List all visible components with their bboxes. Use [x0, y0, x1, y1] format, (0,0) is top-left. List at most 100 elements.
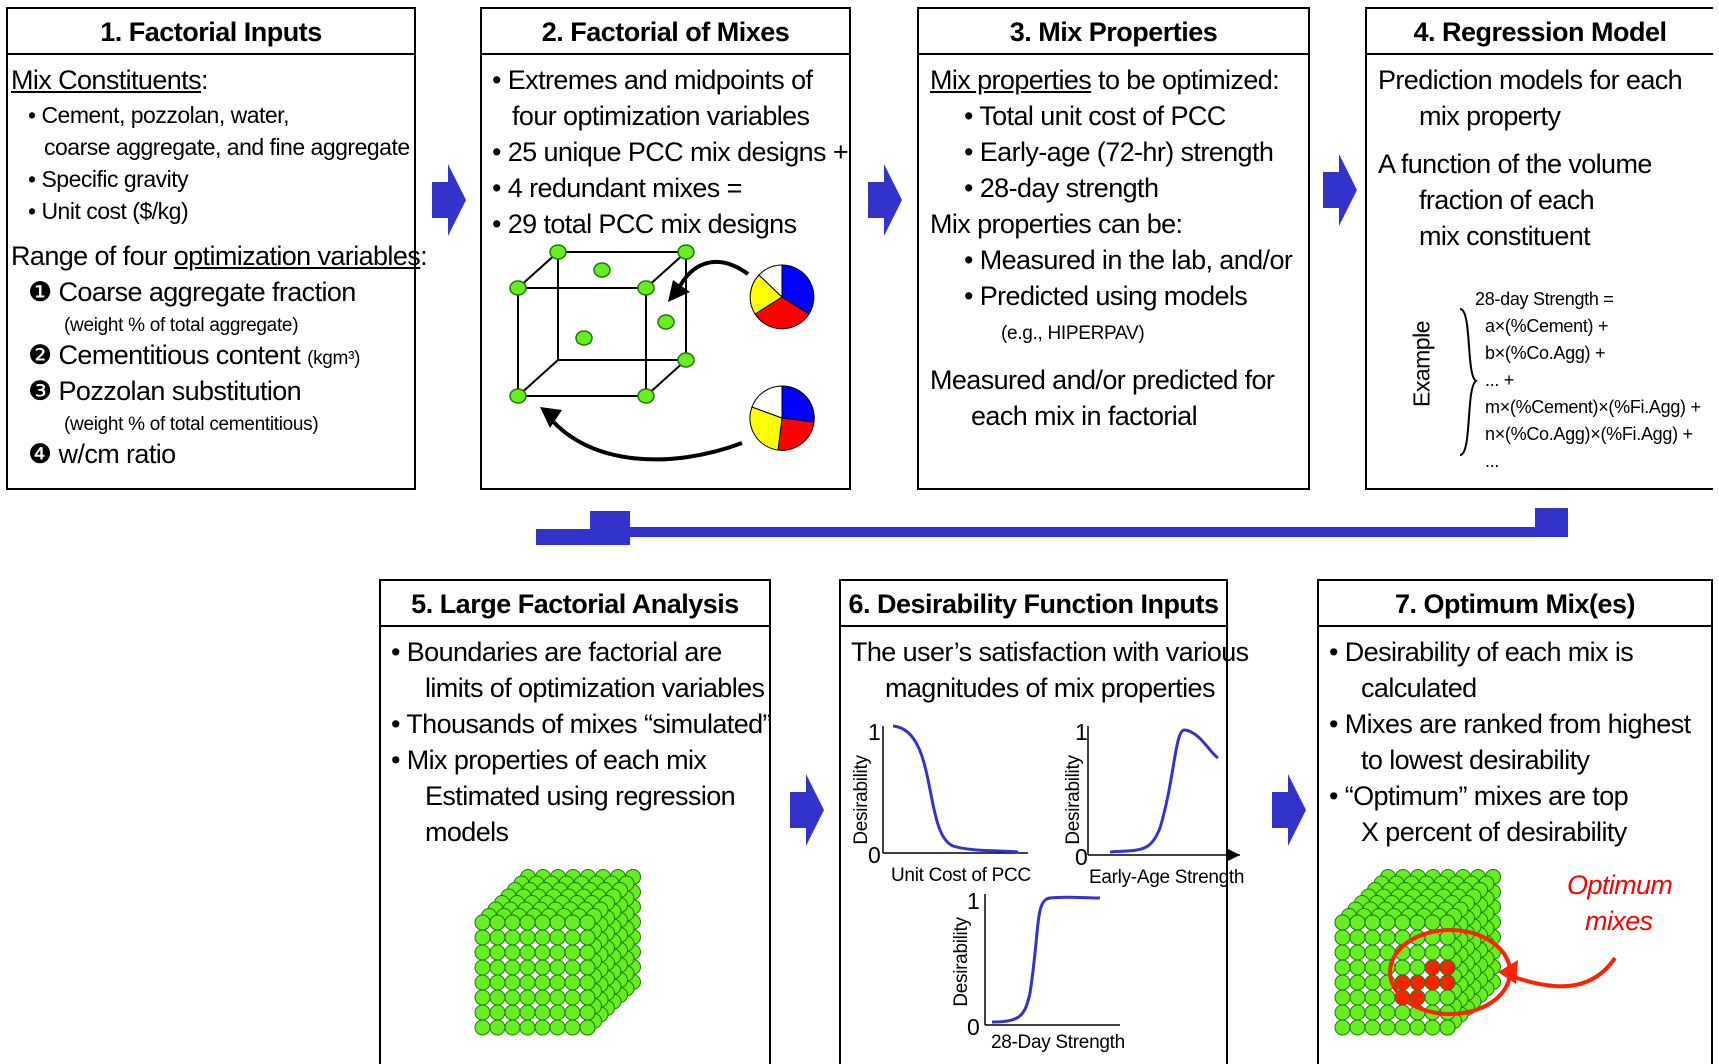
mix-sphere	[1349, 989, 1366, 1006]
list-item: • Boundaries are factorial are	[391, 637, 722, 667]
mix-sphere	[534, 929, 551, 946]
mix-sphere	[474, 929, 491, 946]
list-item: • Mix properties of each mix	[391, 745, 707, 775]
mix-sphere	[549, 959, 566, 976]
variable-item: ❷ Cementitious content (kgm³)	[28, 340, 361, 370]
desirability-chart-unit-cost	[882, 724, 1028, 854]
mix-sphere	[519, 929, 536, 946]
connector-arrow-icon	[536, 508, 1568, 545]
mix-sphere	[1349, 914, 1366, 931]
list-item: • Predicted using models	[964, 281, 1248, 311]
mix-sphere	[1334, 959, 1351, 976]
list-item: models	[425, 817, 509, 847]
arrow-right-icon	[1323, 154, 1357, 226]
mix-sphere	[579, 929, 596, 946]
mix-sphere	[579, 1004, 596, 1021]
desirability-chart-28-day-strength	[984, 894, 1120, 1026]
mix-sphere	[504, 1019, 521, 1036]
mix-sphere	[579, 944, 596, 961]
mix-sphere	[579, 974, 596, 991]
mix-sphere	[564, 989, 581, 1006]
mix-sphere	[519, 914, 536, 931]
panel-title: 7. Optimum Mix(es)	[1319, 581, 1711, 627]
mix-sphere	[519, 974, 536, 991]
mix-sphere	[519, 959, 536, 976]
panel-title: 3. Mix Properties	[919, 9, 1308, 55]
mix-sphere	[1334, 974, 1351, 991]
list-item: four optimization variables	[512, 101, 810, 131]
mix-sphere	[564, 914, 581, 931]
list-item: • 25 unique PCC mix designs +	[492, 137, 849, 167]
mix-sphere	[564, 959, 581, 976]
panel-large-factorial-analysis: 5. Large Factorial Analysis • Boundaries…	[379, 579, 772, 1064]
list-item: • 29 total PCC mix designs	[492, 209, 797, 239]
list-item: • Thousands of mixes “simulated”	[391, 709, 772, 739]
mix-sphere	[1364, 1019, 1381, 1036]
list-item: X percent of desirability	[1361, 817, 1627, 847]
mix-sphere	[474, 1004, 491, 1021]
variable-item: ❹ w/cm ratio	[28, 439, 176, 469]
mix-sphere	[504, 914, 521, 931]
list-item: • Unit cost ($/kg)	[28, 198, 189, 224]
mix-sphere	[534, 914, 551, 931]
mix-sphere	[579, 914, 596, 931]
list-item: • “Optimum” mixes are top	[1329, 781, 1629, 811]
list-item: Estimated using regression	[425, 781, 736, 811]
mix-sphere	[549, 1004, 566, 1021]
list-item: • Mixes are ranked from highest	[1329, 709, 1691, 739]
chart-xlabel: 28-Day Strength	[991, 1032, 1125, 1053]
panel-title: 1. Factorial Inputs	[8, 9, 414, 55]
mix-sphere	[474, 974, 491, 991]
mix-sphere	[534, 944, 551, 961]
variable-item: ❶ Coarse aggregate fraction	[28, 277, 356, 307]
constituents-label: Mix Constituents	[11, 65, 202, 95]
list-item: coarse aggregate, and fine aggregate	[44, 134, 410, 160]
arrow-right-icon	[1272, 774, 1306, 846]
list-item: limits of optimization variables	[425, 673, 765, 703]
mix-sphere	[474, 914, 491, 931]
panel-factorial-inputs: 1. Factorial Inputs Mix Constituents: • …	[6, 7, 428, 490]
mix-sphere	[474, 1019, 491, 1036]
mix-sphere	[504, 959, 521, 976]
mix-sphere	[1364, 914, 1381, 931]
mix-sphere	[564, 929, 581, 946]
mix-sphere	[1364, 989, 1381, 1006]
mix-sphere	[1364, 929, 1381, 946]
optimum-label: Optimum	[1567, 870, 1673, 900]
mix-sphere	[474, 944, 491, 961]
chart-xlabel: Unit Cost of PCC	[891, 865, 1031, 886]
optimum-highlight	[1388, 928, 1617, 1016]
mix-sphere	[549, 929, 566, 946]
mix-sphere	[474, 959, 491, 976]
mix-sphere	[1349, 1004, 1366, 1021]
mix-sphere	[1439, 1019, 1456, 1036]
list-item: • Desirability of each mix is	[1329, 637, 1634, 667]
list-item: • 28-day strength	[964, 173, 1159, 203]
list-item: • Cement, pozzolan, water,	[28, 102, 289, 128]
mix-sphere	[489, 989, 506, 1006]
arrow-right-icon	[432, 164, 466, 236]
mix-sphere	[1334, 1019, 1351, 1036]
mix-sphere	[1364, 959, 1381, 976]
mix-sphere	[489, 974, 506, 991]
list-item: to lowest desirability	[1361, 745, 1590, 775]
mix-sphere	[519, 1004, 536, 1021]
panel-mix-properties: 3. Mix Properties Mix properties to be o…	[917, 7, 1310, 490]
mix-sphere	[489, 959, 506, 976]
list-item: calculated	[1361, 673, 1477, 703]
mix-sphere	[534, 1019, 551, 1036]
mix-sphere	[579, 1019, 596, 1036]
mix-sphere	[1349, 1019, 1366, 1036]
mix-sphere	[489, 944, 506, 961]
example-label: Example	[1408, 321, 1435, 407]
mix-sphere	[519, 944, 536, 961]
mix-sphere	[549, 914, 566, 931]
list-item: • 4 redundant mixes =	[492, 173, 742, 203]
arrow-right-icon	[868, 164, 902, 236]
example-brace	[1459, 308, 1478, 456]
mix-sphere	[549, 1019, 566, 1036]
mix-sphere-cube-optimum	[1334, 869, 1501, 1036]
chart-xlabel: Early-Age Strength	[1089, 867, 1245, 888]
mix-sphere	[489, 1019, 506, 1036]
mix-sphere	[579, 989, 596, 1006]
